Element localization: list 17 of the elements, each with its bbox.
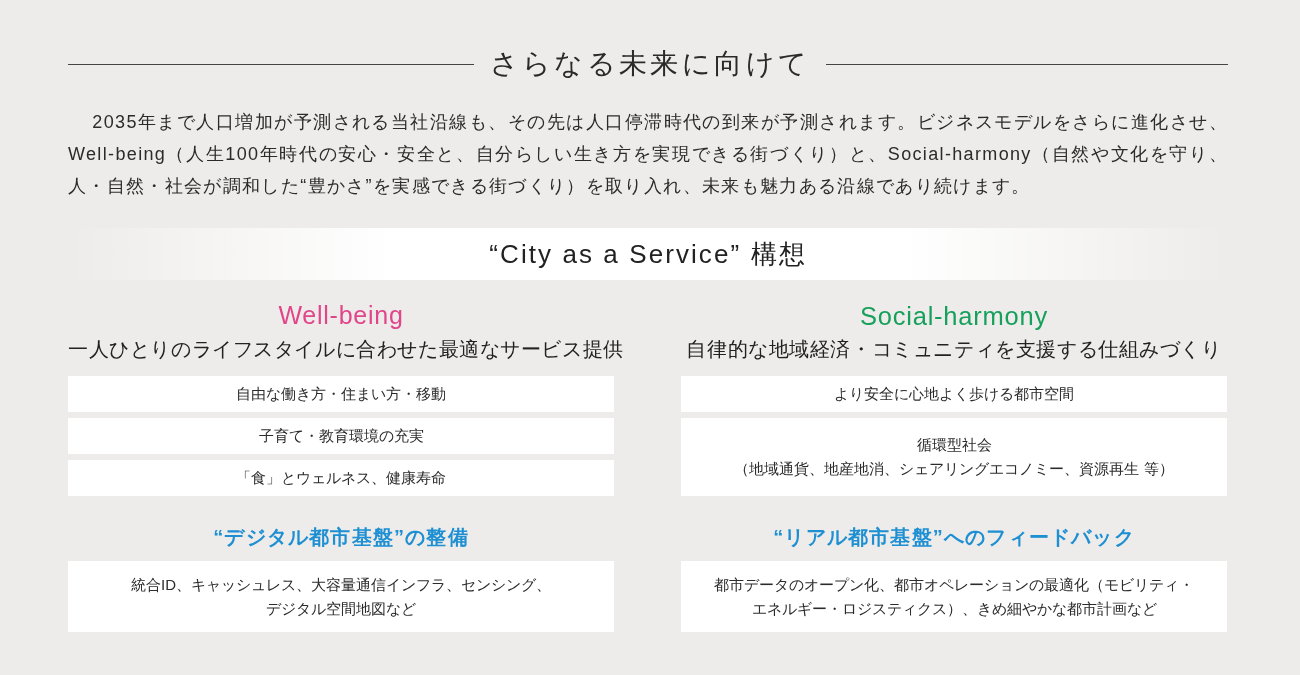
service-text: 都市データのオープン化、都市オペレーションの最適化（モビリティ・エネルギー・ロジスティクス）、きめ細やかな都市計画など [713, 574, 1195, 619]
section-heading: “リアル都市基盤”へのフィードバック [773, 525, 1135, 550]
column-heading: Well-being [278, 300, 404, 331]
column-heading: Social-harmony [860, 301, 1048, 332]
band-title: “City as a Service” 構想 [489, 238, 807, 270]
section-heading: “デジタル都市基盤”の整備 [213, 525, 469, 550]
service-text: 統合ID、キャッシュレス、大容量通信インフラ、センシング、デジタル空間地図など [130, 574, 552, 619]
title: さらなる未来に向けて [489, 47, 811, 81]
service-text: より安全に心地よく歩ける都市空間 [834, 384, 1074, 404]
intro-paragraph: 2035年まで人口増加が予測される当社沿線も、その先は人口停滞時代の到来が予測されます。ビジネスモデルをさらに進化させ、Well-being（人生100年時代の安心・安全と、自分らしい生き方を実現できる街づくり）と、Social-harmony（自然や文化を守り、人・自然・社会が調和した“豊かさ”を実感できる街づくり）を取り入れ、未来も魅力ある沿線であり続けます。 [68, 111, 1228, 198]
service-text: 自由な働き方・住まい方・移動 [236, 384, 446, 404]
service-text: 子育て・教育環境の充実 [258, 426, 424, 446]
service-text: 「食」とウェルネス、健康寿命 [236, 468, 446, 488]
column-subheading: 自律的な地域経済・コミュニティを支援する仕組みづくり [686, 337, 1222, 362]
column-subheading: 一人ひとりのライフスタイルに合わせた最適なサービス提供 [68, 337, 624, 362]
service-text: 循環型社会 [916, 435, 992, 455]
service-text: （地域通貨、地産地消、シェアリングエコノミー、資源再生 等） [734, 459, 1174, 479]
